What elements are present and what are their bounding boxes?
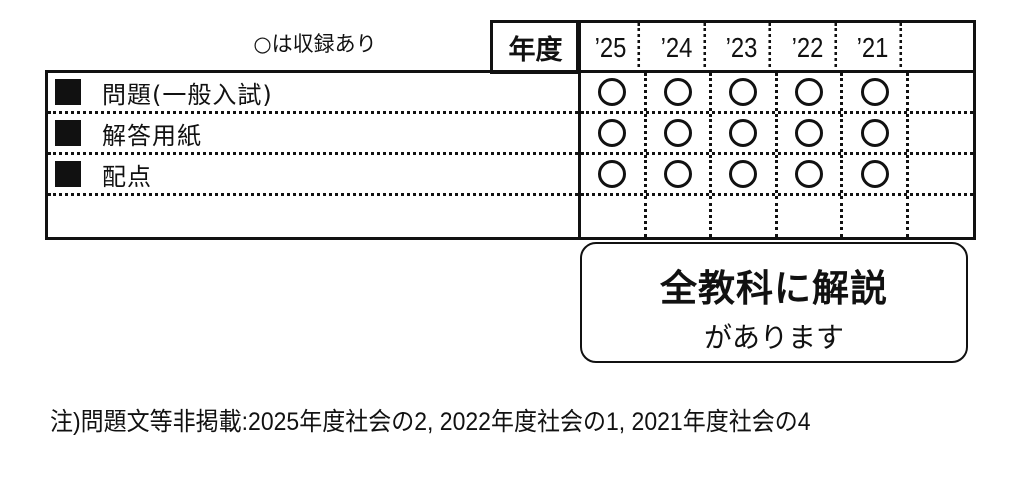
included-circle-icon: [729, 119, 758, 147]
included-circle-icon: [729, 160, 758, 188]
grid-cell: [843, 155, 909, 193]
included-circle-icon: [663, 119, 692, 147]
included-circle-icon: [795, 119, 824, 147]
included-circle-icon: [598, 78, 627, 106]
table-row: 配点: [48, 155, 578, 196]
table-row: 解答用紙: [48, 114, 578, 155]
year-header-2024: ’24: [650, 23, 706, 73]
grid-cell: [778, 155, 844, 193]
contents-table: 問題(一般入試) 解答用紙 配点: [45, 70, 976, 240]
grid-cell: [581, 155, 647, 193]
grid-cell: [712, 73, 778, 111]
year-header-2025: ’25: [584, 23, 640, 73]
availability-grid: [578, 73, 973, 237]
grid-cell: [581, 73, 647, 111]
included-circle-icon: [663, 78, 692, 106]
year-header-label: 年度: [490, 20, 581, 74]
grid-cell: [778, 114, 844, 152]
grid-cell-empty: [909, 114, 973, 152]
square-bullet-icon: [55, 120, 81, 146]
explanation-callout: 全教科に解説 があります: [580, 242, 968, 363]
grid-row-empty: [581, 196, 973, 237]
grid-cell-empty: [712, 196, 778, 237]
included-circle-icon: [598, 160, 627, 188]
table-row: 問題(一般入試): [48, 73, 578, 114]
year-header-2023: ’23: [715, 23, 771, 73]
grid-cell-empty: [647, 196, 713, 237]
grid-cell: [647, 73, 713, 111]
grid-cell: [647, 114, 713, 152]
grid-cell-empty: [909, 73, 973, 111]
included-circle-icon: [663, 160, 692, 188]
grid-cell-empty: [778, 196, 844, 237]
legend-text: ○は収録あり: [253, 32, 377, 56]
grid-row: [581, 114, 973, 155]
grid-cell: [843, 73, 909, 111]
grid-cell-empty: [909, 155, 973, 193]
table-row-empty: [48, 196, 578, 237]
grid-cell: [581, 114, 647, 152]
year-header-2021: ’21: [846, 23, 903, 73]
grid-row: [581, 73, 973, 114]
included-circle-icon: [860, 78, 889, 106]
row-labels: 問題(一般入試) 解答用紙 配点: [48, 73, 578, 237]
row-label: 問題(一般入試): [102, 80, 273, 109]
grid-cell: [712, 155, 778, 193]
grid-cell-empty: [843, 196, 909, 237]
included-circle-icon: [795, 160, 824, 188]
included-circle-icon: [729, 78, 758, 106]
row-label: 配点: [102, 162, 152, 191]
year-header-row: ’25 ’24 ’23 ’22 ’21: [576, 20, 976, 73]
grid-cell-empty: [581, 196, 647, 237]
callout-subtitle: があります: [703, 321, 844, 354]
grid-cell: [843, 114, 909, 152]
included-circle-icon: [795, 78, 824, 106]
included-circle-icon: [860, 119, 889, 147]
grid-cell-empty: [909, 196, 973, 237]
row-label: 解答用紙: [102, 121, 202, 150]
included-circle-icon: [598, 119, 627, 147]
grid-row: [581, 155, 973, 196]
grid-cell: [647, 155, 713, 193]
year-header-2022: ’22: [781, 23, 837, 73]
grid-cell: [712, 114, 778, 152]
square-bullet-icon: [55, 161, 81, 187]
year-header-empty: [912, 23, 968, 73]
square-bullet-icon: [55, 79, 81, 105]
included-circle-icon: [860, 160, 889, 188]
footnote: 注)問題文等非掲載:2025年度社会の2, 2022年度社会の1, 2021年度…: [50, 408, 811, 436]
grid-cell: [778, 73, 844, 111]
callout-title: 全教科に解説: [660, 267, 888, 310]
